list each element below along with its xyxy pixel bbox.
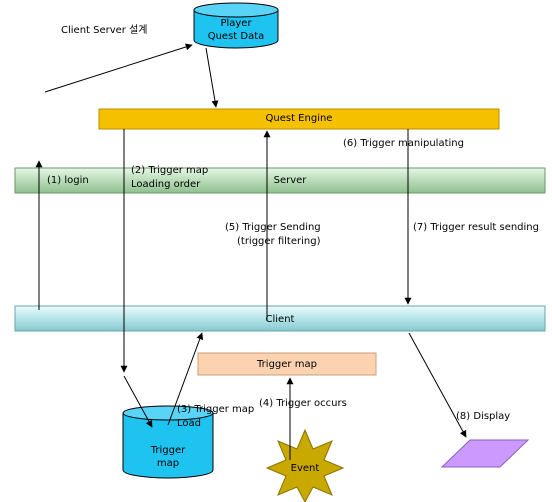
server-label: Server (273, 175, 307, 186)
label-trigger-manipulating: (6) Trigger manipulating (343, 138, 464, 149)
label-login: (1) login (47, 175, 89, 186)
player-db-label-line2: Quest Data (207, 31, 265, 42)
arrow-trigger-map-load (167, 332, 204, 426)
player-db-label-line1: Player (220, 18, 252, 29)
label-trigger-map-load-2: Load (177, 418, 201, 429)
arrow-database-to-quest-engine (205, 47, 219, 108)
label-trigger-sending-2: (trigger filtering) (237, 236, 321, 247)
event-label: Event (290, 463, 320, 474)
arrow-title-to-database (44, 43, 193, 93)
label-trigger-map-loading-2: Loading order (131, 179, 201, 190)
quest-engine-bar (98, 108, 500, 130)
label-trigger-map-load-1: (3) Trigger map (177, 404, 255, 415)
trigger-map-database (122, 405, 214, 479)
client-bar (14, 305, 546, 332)
arrow-display (408, 332, 467, 438)
label-display: (8) Display (456, 411, 511, 422)
trigger-db-label-line1: Trigger (150, 445, 186, 456)
label-trigger-sending-1: (5) Trigger Sending (225, 222, 321, 233)
player-quest-data-database (193, 2, 279, 49)
diagram-title: Client Server 설계 (61, 25, 148, 36)
arrow-to-trigger-db (123, 375, 153, 428)
event-star (265, 428, 345, 502)
client-label: Client (265, 314, 295, 325)
display-parallelogram (440, 439, 530, 468)
server-bar (14, 167, 546, 194)
trigger-map-box-label: Trigger map (257, 359, 317, 370)
label-trigger-result-sending: (7) Trigger result sending (413, 222, 539, 233)
label-trigger-map-loading-1: (2) Trigger map (131, 165, 209, 176)
trigger-db-label-line2: map (156, 458, 180, 469)
label-trigger-occurs: (4) Trigger occurs (259, 398, 347, 409)
quest-engine-label: Quest Engine (265, 113, 333, 124)
trigger-map-box (197, 352, 377, 376)
